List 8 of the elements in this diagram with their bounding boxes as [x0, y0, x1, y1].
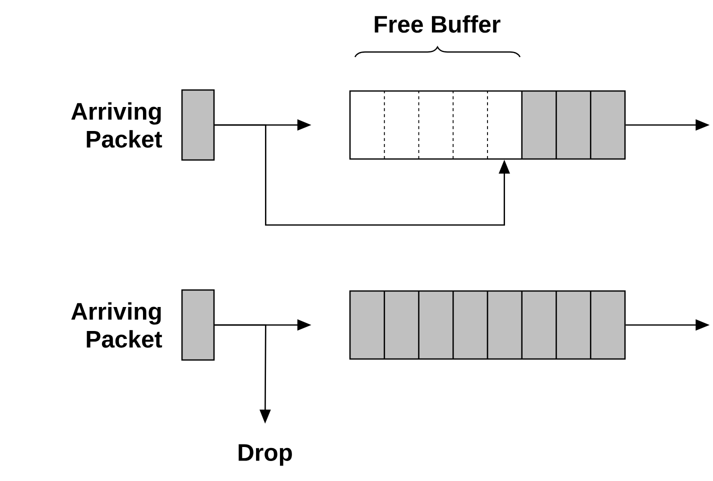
packet-label: Arriving Packet: [71, 302, 162, 348]
queue-drawing: [349, 90, 626, 160]
packet-box: [181, 89, 215, 161]
drop-label: Drop: [238, 444, 292, 466]
packet-box: [181, 289, 215, 361]
queue-drawing: [349, 290, 626, 360]
packet-label: Arriving Packet: [71, 102, 162, 148]
brace-label: Free Buffer: [374, 15, 500, 33]
